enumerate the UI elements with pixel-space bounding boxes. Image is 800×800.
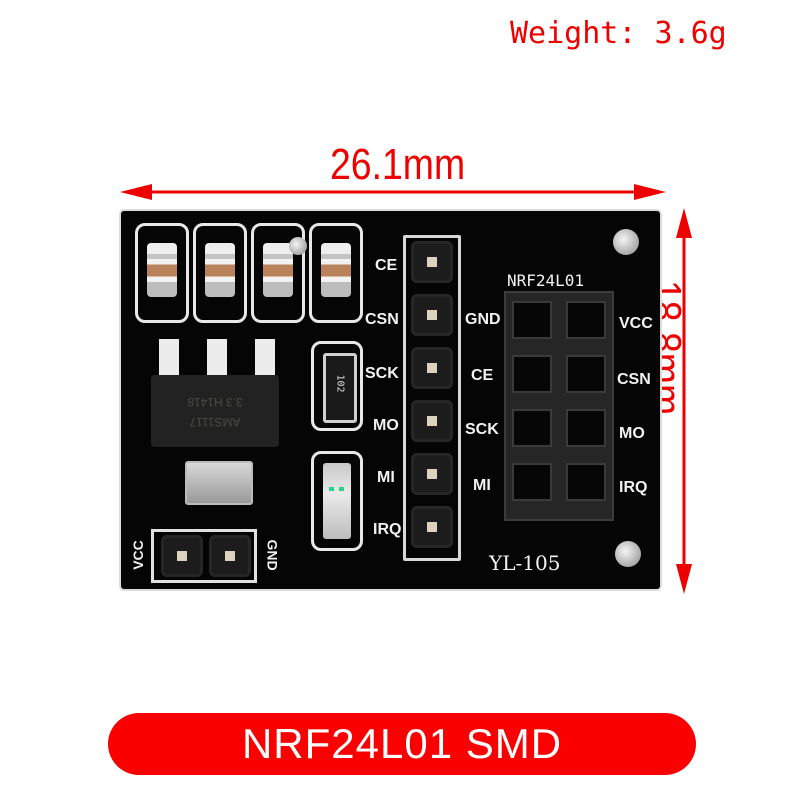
capacitor-4: [321, 243, 351, 297]
power-header-outline: [151, 529, 257, 583]
header-pin-2[interactable]: [411, 294, 453, 336]
resistor: 102: [323, 353, 357, 423]
height-arrow-icon: [676, 208, 692, 594]
regulator-pin-1: [159, 339, 179, 377]
regulator-pin-3: [255, 339, 275, 377]
header-pin-5[interactable]: [411, 453, 453, 495]
mounting-hole-bottom: [615, 541, 641, 567]
regulator-tab: [185, 461, 253, 505]
socket-right-label-vcc: VCC: [619, 315, 653, 332]
header-pin-6[interactable]: [411, 506, 453, 548]
led-outline: [311, 451, 363, 551]
pin-label-irq: IRQ: [373, 521, 402, 538]
pin-label-ce: CE: [375, 257, 398, 274]
power-pin-vcc[interactable]: [161, 535, 203, 577]
pin-label-csn: CSN: [365, 311, 399, 328]
width-arrow-icon: [120, 184, 666, 200]
socket-hole[interactable]: [566, 463, 606, 501]
mounting-hole-top: [613, 229, 639, 255]
led: [323, 463, 351, 539]
cap-outline-2: [193, 223, 247, 323]
header-pin-1[interactable]: [411, 241, 453, 283]
header-pin-4[interactable]: [411, 400, 453, 442]
socket-title: NRF24L01: [507, 271, 585, 290]
socket-hole[interactable]: [512, 355, 552, 393]
board-model-label: YL-105: [489, 551, 561, 575]
socket-left-label-mi: MI: [473, 477, 491, 494]
header-pin-3[interactable]: [411, 347, 453, 389]
power-label-vcc: VCC: [129, 540, 146, 570]
socket-left-label-gnd: GND: [465, 311, 501, 328]
width-dimension-label: 26.1mm: [330, 140, 466, 189]
power-pin-gnd[interactable]: [209, 535, 251, 577]
socket-hole[interactable]: [566, 409, 606, 447]
title-banner-text: NRF24L01 SMD: [241, 720, 563, 767]
socket-hole[interactable]: [512, 301, 552, 339]
regulator-marking-1: AMS1117: [189, 415, 241, 429]
socket-left-label-ce: CE: [471, 367, 494, 384]
socket-hole[interactable]: [566, 301, 606, 339]
capacitor-3: [263, 243, 293, 297]
nrf-socket: [504, 291, 614, 521]
cap-outline-4: [309, 223, 363, 323]
socket-left-label-sck: SCK: [465, 421, 499, 438]
socket-right-label-csn: CSN: [617, 371, 651, 388]
regulator-pin-2: [207, 339, 227, 377]
cap-outline-1: [135, 223, 189, 323]
capacitor-1: [147, 243, 177, 297]
power-label-gnd: GND: [264, 539, 281, 571]
resistor-outline: [311, 341, 363, 431]
via-icon: [289, 237, 307, 255]
pin-label-mi: MI: [377, 469, 395, 486]
resistor-marking: 102: [334, 374, 346, 393]
socket-hole[interactable]: [512, 409, 552, 447]
socket-right-label-irq: IRQ: [619, 479, 648, 496]
pcb-board: 3.3 H1418 AMS1117 102 CE CSN SCK MO MI I…: [121, 211, 660, 589]
cap-outline-3: [251, 223, 305, 323]
socket-right-label-mo: MO: [619, 425, 645, 442]
pin-label-sck: SCK: [365, 365, 399, 382]
pin-label-mo: MO: [373, 417, 399, 434]
regulator-marking-2: 3.3 H1418: [187, 395, 243, 409]
pin-header-outline: [403, 235, 461, 561]
socket-hole[interactable]: [512, 463, 552, 501]
regulator-chip: 3.3 H1418 AMS1117: [151, 375, 279, 447]
capacitor-2: [205, 243, 235, 297]
title-banner: NRF24L01 SMD: [108, 713, 696, 775]
socket-hole[interactable]: [566, 355, 606, 393]
weight-label: Weight: 3.6g: [510, 16, 727, 51]
